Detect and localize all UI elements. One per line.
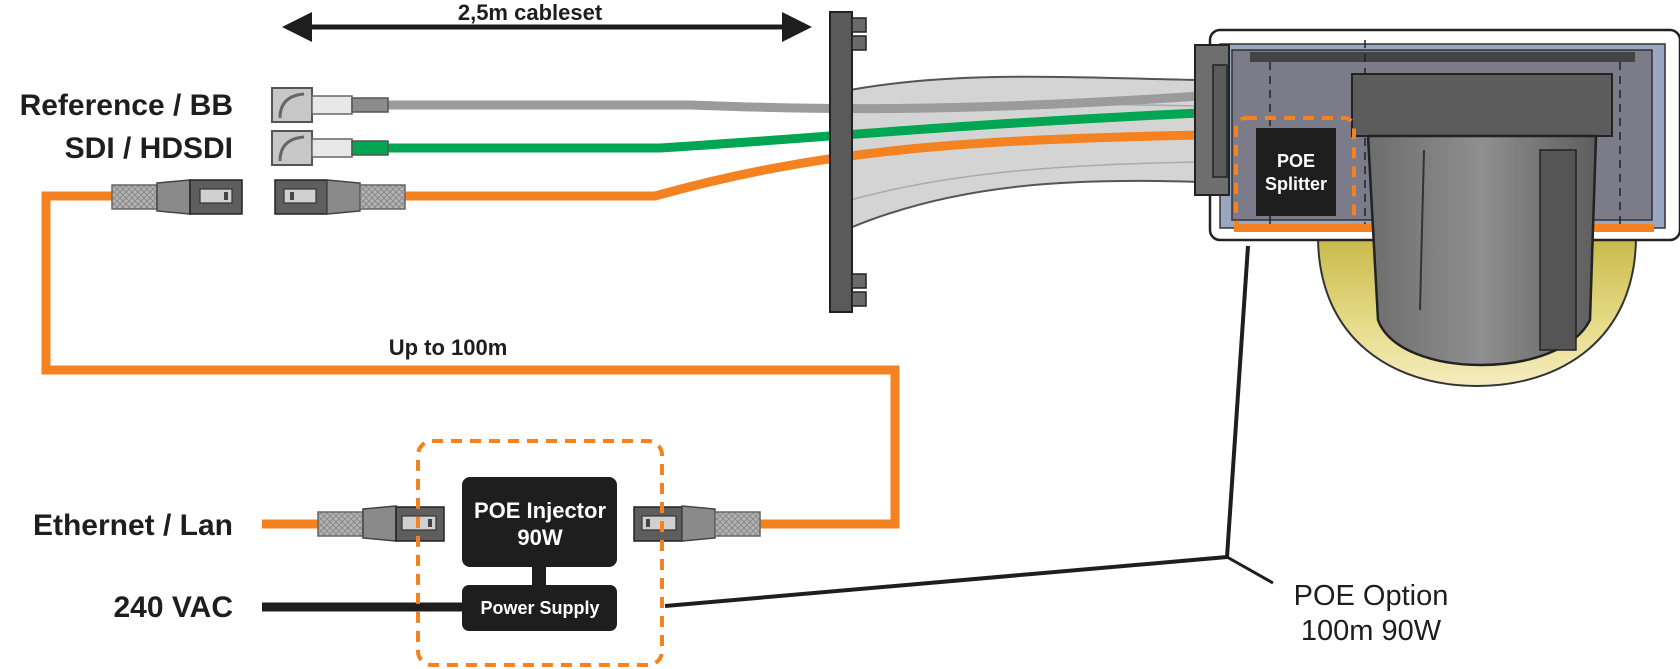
sdi-label: SDI / HDSDI [65,132,233,165]
poe-option-pointer [1226,555,1274,585]
double-arrow-icon [282,12,812,42]
rj45-connector-icon [633,505,761,542]
sdi-cable [385,108,1201,153]
injector-power: 90W [517,525,562,550]
power-supply-box: Power Supply [462,585,617,631]
poe-option-line1: POE Option [1294,580,1449,612]
ethernet-long-cable [41,191,900,529]
mounting-flange [829,11,867,313]
splitter-dashed-frame [1234,116,1356,232]
poe-injector-box: POE Injector 90W [462,477,617,567]
vac-label: 240 VAC [113,591,233,624]
splitter-subtitle: Splitter [1265,174,1327,194]
cableset-label: 2,5m cableset [458,0,603,25]
splitter-title: POE [1277,151,1315,171]
poe-option-line2: 100m 90W [1301,615,1442,647]
reference-label: Reference / BB [20,89,233,122]
bnc-connector-icon [271,130,389,166]
poe-option-cable [664,245,1250,608]
reference-cable [385,91,1201,114]
rj45-connector-icon [111,179,243,215]
rj45-connector-icon [317,505,445,542]
power-supply-label: Power Supply [480,598,599,618]
rj45-connector-icon [274,179,406,215]
injector-link [532,566,546,586]
ethernet-camera-cable [405,130,1201,201]
dome-camera-icon [1194,28,1680,388]
up-to-label: Up to 100m [389,335,508,360]
injector-title: POE Injector [474,498,606,523]
bnc-connector-icon [271,87,389,123]
poe-splitter-box: POE Splitter [1256,128,1336,216]
ethernet-label: Ethernet / Lan [33,509,233,542]
